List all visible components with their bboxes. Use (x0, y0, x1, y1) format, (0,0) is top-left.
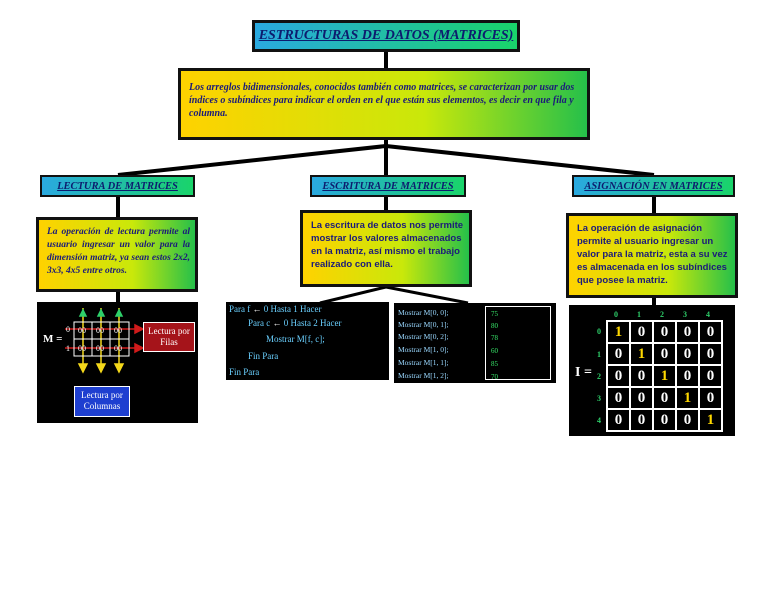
lectura-filas-label: Lectura por Filas (148, 326, 190, 347)
asignacion-desc: La operación de asignación permite al us… (566, 213, 738, 298)
lectura-cell: 00 (78, 344, 86, 353)
code-line: Mostrar M[f, c]; (266, 334, 325, 344)
mostrar-line: Mostrar M[0, 0]; (398, 308, 449, 317)
lectura-arrows (65, 308, 145, 374)
matrix-cell: 0 (675, 408, 700, 432)
lectura-columnas-label: Lectura por Columnas (81, 390, 123, 411)
row-index: 2 (597, 372, 601, 381)
col-index: 2 (660, 310, 664, 319)
asignacion-panel: 0 1 2 3 4 0 1 2 3 4 I = 1 0 0 0 0 0 1 0 … (569, 305, 735, 436)
escritura-desc-text: La escritura de datos nos permite mostra… (311, 220, 464, 270)
mostrar-line: Mostrar M[1, 0]; (398, 345, 449, 354)
matrix-cell: 0 (652, 408, 677, 432)
matrix-cell: 0 (606, 364, 631, 388)
output-value: 70 (491, 373, 498, 381)
output-value: 85 (491, 360, 498, 368)
col-index: 0 (614, 310, 618, 319)
matrix-cell: 0 (606, 386, 631, 410)
mostrar-line: Mostrar M[0, 2]; (398, 332, 449, 341)
intro-box: Los arreglos bidimensionales, conocidos … (178, 68, 590, 140)
asignacion-heading-text: ASIGNACIÓN EN MATRICES (584, 180, 723, 192)
main-title: ESTRUCTURAS DE DATOS (MATRICES) (258, 28, 514, 43)
identity-matrix: 1 0 0 0 0 0 1 0 0 0 0 0 1 0 0 0 0 0 1 0 (606, 320, 723, 432)
matrix-cell: 0 (652, 386, 677, 410)
matrix-cell: 0 (652, 320, 677, 344)
mostrar-line: Mostrar M[1, 1]; (398, 358, 449, 367)
col-index: 3 (683, 310, 687, 319)
lectura-filas-box: Lectura por Filas (143, 322, 195, 352)
matrix-cell: 0 (698, 320, 723, 344)
lectura-row-idx: 1 (66, 344, 70, 353)
matrix-cell: 0 (698, 386, 723, 410)
lectura-cell: 00 (114, 326, 122, 335)
lectura-cell: 00 (96, 344, 104, 353)
lectura-row-idx: 0 (66, 325, 70, 334)
matrix-cell: 0 (675, 364, 700, 388)
matrix-cell: 0 (629, 320, 654, 344)
code-line: Para f ← 0 Hasta 1 Hacer (229, 304, 322, 314)
code-line: Fin Para (229, 367, 260, 377)
output-value: 75 (491, 310, 498, 318)
row-index: 4 (597, 416, 601, 425)
lectura-desc: La operación de lectura permite al usuar… (36, 217, 198, 292)
matrix-cell: 1 (675, 386, 700, 410)
code-line: Fin Para (248, 351, 279, 361)
matrix-cell: 0 (629, 364, 654, 388)
matrix-cell: 0 (652, 342, 677, 366)
lectura-cell: 00 (96, 326, 104, 335)
matrix-cell: 0 (606, 408, 631, 432)
matrix-cell: 0 (675, 342, 700, 366)
matrix-cell: 0 (629, 408, 654, 432)
row-index: 1 (597, 350, 601, 359)
asignacion-heading: ASIGNACIÓN EN MATRICES (572, 175, 735, 197)
lectura-heading-text: LECTURA DE MATRICES (57, 180, 178, 192)
lectura-cell: 00 (78, 326, 86, 335)
output-value: 60 (491, 347, 498, 355)
escritura-heading-text: ESCRITURA DE MATRICES (322, 180, 454, 192)
row-index: 3 (597, 394, 601, 403)
mostrar-line: Mostrar M[1, 2]; (398, 371, 449, 380)
col-index: 4 (706, 310, 710, 319)
row-index: 0 (597, 327, 601, 336)
asignacion-desc-text: La operación de asignación permite al us… (577, 223, 728, 286)
lectura-desc-text: La operación de lectura permite al usuar… (47, 227, 190, 276)
output-console: 75 80 78 60 85 70 (485, 306, 551, 381)
mostrar-line: Mostrar M[0, 1]; (398, 320, 449, 329)
i-label: I = (575, 365, 592, 380)
matrix-cell: 1 (698, 408, 723, 432)
escritura-code-panel: Para f ← 0 Hasta 1 Hacer Para c ← 0 Hast… (226, 302, 389, 380)
col-index: 1 (637, 310, 641, 319)
escritura-heading: ESCRITURA DE MATRICES (310, 175, 466, 197)
matrix-cell: 0 (698, 364, 723, 388)
matrix-cell: 0 (629, 386, 654, 410)
escritura-desc: La escritura de datos nos permite mostra… (300, 210, 472, 287)
matrix-cell: 0 (606, 342, 631, 366)
output-value: 80 (491, 322, 498, 330)
escritura-output-panel: Mostrar M[0, 0]; Mostrar M[0, 1]; Mostra… (394, 303, 556, 383)
matrix-cell: 0 (698, 342, 723, 366)
matrix-cell: 1 (606, 320, 631, 344)
matrix-cell: 1 (652, 364, 677, 388)
matrix-cell: 0 (675, 320, 700, 344)
intro-text: Los arreglos bidimensionales, conocidos … (189, 82, 575, 119)
matrix-cell: 1 (629, 342, 654, 366)
m-label: M = (43, 333, 63, 345)
output-value: 78 (491, 334, 498, 342)
code-line: Para c ← 0 Hasta 2 Hacer (248, 318, 342, 328)
lectura-heading: LECTURA DE MATRICES (40, 175, 195, 197)
lectura-panel: M = 0 1 00 00 00 00 00 00 Lectura por Fi… (37, 302, 198, 423)
lectura-columnas-box: Lectura por Columnas (74, 386, 130, 417)
lectura-cell: 00 (114, 344, 122, 353)
main-title-box: ESTRUCTURAS DE DATOS (MATRICES) (252, 20, 520, 52)
